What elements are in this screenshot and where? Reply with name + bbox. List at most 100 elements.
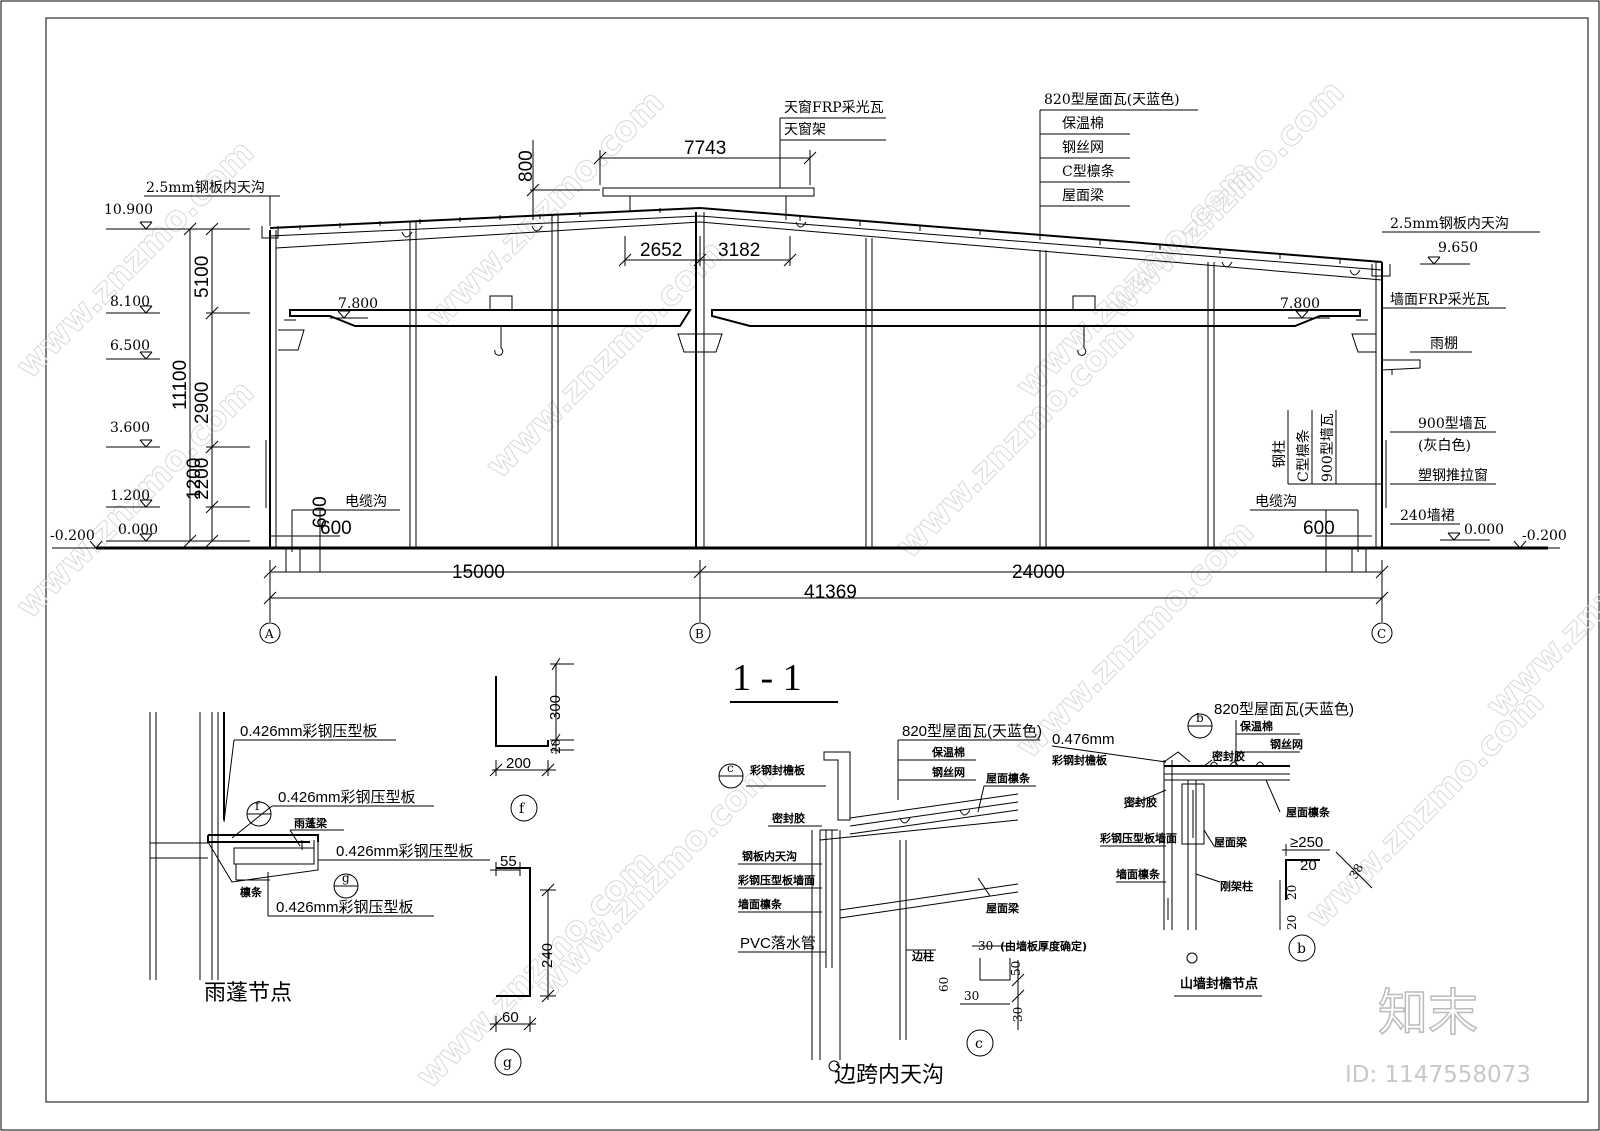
pipe-outlet bbox=[828, 1060, 840, 1072]
axis-label: A bbox=[264, 627, 274, 641]
elevation-text: 3.600 bbox=[110, 420, 150, 436]
roof-tile-line bbox=[849, 793, 1019, 819]
dim-text: 5100 bbox=[192, 256, 213, 298]
label-vertical: C型檩条 bbox=[1295, 429, 1312, 482]
label-plate: 0.426mm彩钢压型板 bbox=[336, 842, 474, 860]
elevation-mark bbox=[1420, 256, 1470, 265]
dim-total-width: 41369 bbox=[804, 582, 857, 603]
label-roof-tile: 820型屋面瓦(天蓝色) bbox=[1044, 91, 1180, 108]
label-wall-panel: 彩钢压型板墙面 bbox=[1099, 831, 1177, 845]
label-plate: 0.426mm彩钢压型板 bbox=[278, 788, 416, 806]
detail-mark-text: c bbox=[727, 761, 734, 775]
label-flashing: 彩钢封檐板 bbox=[1051, 753, 1108, 767]
label-wall-tile: 900型墙瓦 bbox=[1418, 416, 1487, 432]
watermark-text: www.znzmo.com bbox=[888, 312, 1142, 566]
elevation-text: 1.200 bbox=[110, 488, 150, 504]
elevation-text: 7.800 bbox=[1280, 296, 1320, 312]
elevation-text: 6.500 bbox=[110, 338, 150, 354]
crane-trolley bbox=[1072, 295, 1096, 311]
label-insulation: 保温棉 bbox=[1239, 719, 1273, 733]
label-roof-purlin: 屋面檩条 bbox=[1286, 805, 1331, 819]
label-vertical: 钢柱 bbox=[1272, 440, 1288, 468]
detail-mark-text: g bbox=[342, 871, 350, 885]
gutter-right bbox=[1371, 264, 1391, 277]
detail-bubble-b bbox=[1288, 934, 1316, 962]
detail-bubble-text: g bbox=[503, 1055, 512, 1071]
elevation-text: 10.900 bbox=[104, 202, 153, 218]
dim-text: 38 bbox=[1346, 861, 1366, 881]
dim-span-ab: 15000 bbox=[452, 562, 505, 583]
label-wire-mesh: 钢丝网 bbox=[1062, 140, 1104, 156]
label-cable-left: 电缆沟 bbox=[345, 494, 387, 510]
label-cable-right: 电缆沟 bbox=[1255, 494, 1297, 510]
label-wall-purlin: 墙面檩条 bbox=[738, 897, 783, 911]
corbel bbox=[278, 329, 305, 351]
dim-text: 20 bbox=[1285, 915, 1299, 930]
dim-text: 20 bbox=[549, 739, 563, 754]
gutter-section bbox=[979, 958, 1011, 981]
dim-text: 3182 bbox=[718, 240, 760, 261]
profile-f bbox=[495, 676, 549, 747]
detail-bubble-c bbox=[966, 1029, 994, 1057]
watermark-logo: 知末 bbox=[1378, 984, 1478, 1042]
dim-text: 200 bbox=[506, 755, 531, 772]
watermark-text: www.znzmo.com bbox=[478, 232, 732, 486]
axis-label: B bbox=[695, 627, 704, 641]
roof-sheeting bbox=[269, 206, 1383, 263]
canopy-detail: f g 0.426mm彩钢压型板 0.426mm彩钢压型板 雨蓬梁 0.426m… bbox=[149, 712, 490, 1006]
elevation-mark bbox=[106, 439, 160, 448]
label-pipe: PVC落水管 bbox=[740, 935, 816, 952]
axis-bubble-c bbox=[1371, 622, 1393, 644]
roof-beam-top bbox=[819, 819, 1019, 841]
label-sealant: 密封胶 bbox=[772, 811, 805, 825]
label-roof-beam: 屋面梁 bbox=[986, 901, 1020, 915]
elevation-mark bbox=[1504, 540, 1560, 549]
label-wire-mesh: 钢丝网 bbox=[1270, 737, 1303, 751]
watermark-text: www.znzmo.com bbox=[1478, 472, 1600, 726]
label-flashing: 彩钢封檐板 bbox=[749, 763, 806, 777]
label-c-purlin: C型檩条 bbox=[1062, 163, 1115, 180]
dim-text: 20 bbox=[1300, 857, 1317, 874]
dim-text: 1200 bbox=[184, 458, 205, 500]
elevation-text: 7.800 bbox=[338, 296, 378, 312]
tile-ribs bbox=[1209, 761, 1265, 767]
drawing-frame bbox=[45, 17, 1589, 1103]
label-gutter-left: 2.5mm钢板内天沟 bbox=[146, 180, 265, 196]
label-roof-tile: 820型屋面瓦(天蓝色) bbox=[1214, 701, 1354, 718]
elevation-mark bbox=[106, 533, 190, 542]
dim-text: 30 bbox=[964, 989, 979, 1003]
elevation-mark bbox=[106, 221, 190, 230]
dim-text: 2652 bbox=[640, 240, 682, 261]
gable-detail-title: 山墙封檐节点 bbox=[1180, 976, 1258, 992]
label-sealant: 密封胶 bbox=[1212, 749, 1245, 763]
section-title: 1 - 1 bbox=[732, 657, 802, 699]
label-wall-panel: 彩钢压型板墙面 bbox=[737, 873, 815, 887]
gutter-left bbox=[261, 226, 279, 239]
label-edge-column: 边柱 bbox=[911, 949, 934, 963]
detail-mark-text: b bbox=[1196, 711, 1204, 725]
cable-trench-left bbox=[285, 548, 301, 573]
dim-text: 240 bbox=[539, 943, 556, 968]
dim-text: 2200 bbox=[192, 458, 213, 500]
flashing bbox=[1163, 751, 1191, 763]
axis-bubble-a bbox=[259, 622, 281, 644]
watermark-text: www.znzmo.com bbox=[1298, 682, 1552, 936]
dim-text: ≥250 bbox=[1290, 834, 1323, 851]
detail-bubble-text: f bbox=[519, 801, 526, 817]
detail-f: 300 20 200 f bbox=[489, 657, 574, 822]
dim-text: 600 bbox=[310, 496, 331, 528]
label-skylight-tile: 天窗FRP采光瓦 bbox=[784, 99, 884, 116]
elevation-mark bbox=[106, 305, 160, 314]
canopy bbox=[1381, 359, 1421, 371]
canopy-bottom-plate bbox=[207, 841, 319, 883]
roof-beam-top bbox=[269, 215, 1383, 271]
label-insulation: 保温棉 bbox=[931, 745, 965, 759]
label-skirt: 240墙裙 bbox=[1400, 508, 1455, 524]
gutter-detail-title: 边跨内天沟 bbox=[834, 1063, 944, 1088]
elevation-mark bbox=[1288, 310, 1330, 319]
label-wall-purlin: 墙面檩条 bbox=[1116, 867, 1161, 881]
crane-beam-right bbox=[711, 309, 1361, 327]
dim-text: 300 bbox=[547, 695, 564, 720]
